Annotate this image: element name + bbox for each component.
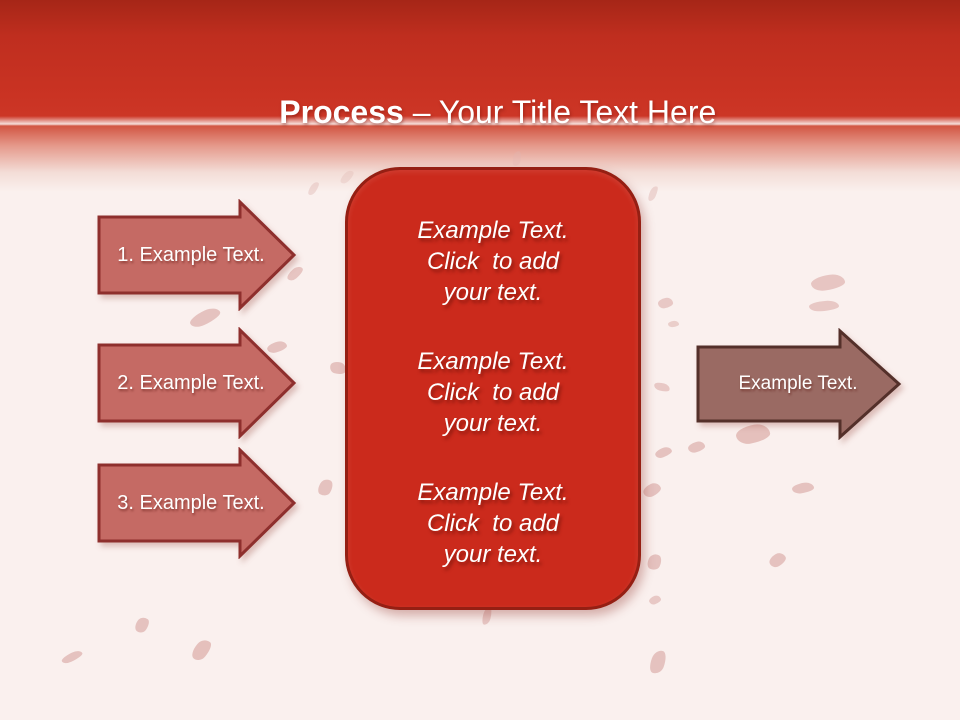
petal-decoration-icon [656,296,674,310]
placeholder-line: Example Text. [417,217,569,244]
petal-decoration-icon [653,444,673,460]
petal-decoration-icon [315,476,335,498]
slide-title[interactable]: Process – Your Title Text Here [0,52,960,172]
petal-decoration-icon [644,552,664,572]
process-step-2-arrow[interactable]: 2. Example Text. [97,327,297,439]
petal-decoration-icon [810,272,846,292]
petal-decoration-icon [60,648,84,666]
right-arrow-shape-icon [97,327,297,439]
placeholder-paragraph[interactable]: Example Text. Click to add your text. [417,215,568,308]
title-keyword: Process [279,94,404,130]
placeholder-paragraph[interactable]: Example Text. Click to add your text. [417,477,568,570]
placeholder-line: your text. [443,541,543,568]
right-arrow-shape-icon [97,199,297,311]
petal-decoration-icon [132,615,152,635]
petal-decoration-icon [766,550,788,570]
petal-decoration-icon [647,594,663,606]
petal-decoration-icon [808,299,840,313]
right-arrow-shape-icon [97,447,297,559]
placeholder-line: Example Text. [417,479,569,506]
petal-decoration-icon [791,481,815,495]
petal-decoration-icon [641,480,663,500]
placeholder-line: Example Text. [417,348,569,375]
result-arrow-label: Example Text. [738,373,858,394]
placeholder-line: your text. [443,410,543,437]
petal-decoration-icon [653,381,671,393]
process-step-3-label: 3. Example Text. [117,491,265,514]
petal-decoration-icon [686,439,706,455]
petal-decoration-icon [188,636,214,664]
process-step-1-arrow[interactable]: 1. Example Text. [97,199,297,311]
placeholder-paragraph[interactable]: Example Text. Click to add your text. [417,346,568,439]
title-subtitle: – Your Title Text Here [403,94,717,130]
process-step-1-label: 1. Example Text. [117,243,265,266]
placeholder-line: Click to add [426,510,560,537]
right-arrow-shape-icon [696,328,902,440]
process-step-3-arrow[interactable]: 3. Example Text. [97,447,297,559]
placeholder-line: Click to add [426,379,560,406]
petal-decoration-icon [667,320,679,328]
result-arrow[interactable]: Example Text. [696,328,902,440]
petal-decoration-icon [647,648,669,676]
placeholder-line: Click to add [426,248,560,275]
title-band [0,0,960,200]
center-text-box[interactable]: Example Text. Click to add your text. Ex… [345,167,641,610]
process-step-2-label: 2. Example Text. [117,371,265,394]
placeholder-line: your text. [443,279,543,306]
